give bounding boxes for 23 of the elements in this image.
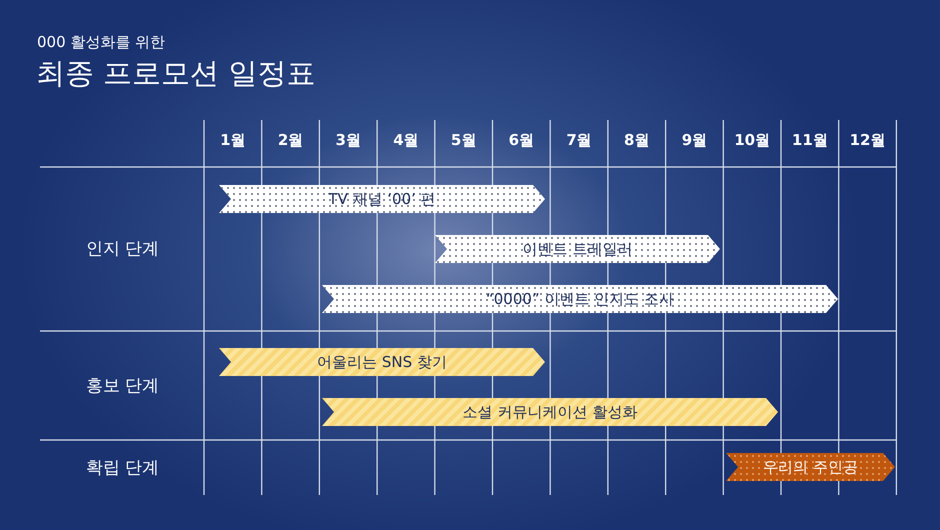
month-header: 9월 bbox=[680, 131, 708, 150]
month-header: 7월 bbox=[565, 131, 593, 150]
phase-label: 인지 단계 bbox=[84, 238, 160, 260]
month-header: 4월 bbox=[392, 131, 420, 150]
month-header: 3월 bbox=[334, 131, 362, 150]
month-header: 8월 bbox=[623, 131, 650, 150]
month-header: 2월 bbox=[276, 131, 304, 150]
phase-label: 홍보 단계 bbox=[84, 375, 160, 397]
slide-subtitle: 000 활성화를 위한 bbox=[37, 33, 166, 52]
chevron-bar: 우리의 주인공 bbox=[726, 453, 895, 481]
month-header: 5월 bbox=[450, 131, 478, 150]
slide-title: 최종 프로모션 일정표 bbox=[36, 55, 316, 92]
chevron-bar: 어울리는 SNS 찾기 bbox=[219, 348, 545, 376]
month-header: 11월 bbox=[790, 131, 829, 150]
month-header: 12월 bbox=[848, 131, 886, 150]
chevron-bar: TV 채널 ‘00’ 편 bbox=[219, 185, 545, 213]
chevron-bar: “0000” 이벤트 인지도 조사 bbox=[322, 285, 838, 313]
month-header: 10월 bbox=[733, 131, 772, 150]
chevron-bar: 이벤트 트레일러 bbox=[435, 235, 720, 263]
month-header: 6월 bbox=[508, 131, 536, 150]
phase-label: 확립 단계 bbox=[84, 457, 160, 479]
chevron-bar: 소셜 커뮤니케이션 활성화 bbox=[322, 398, 778, 426]
month-header: 1월 bbox=[219, 131, 247, 150]
